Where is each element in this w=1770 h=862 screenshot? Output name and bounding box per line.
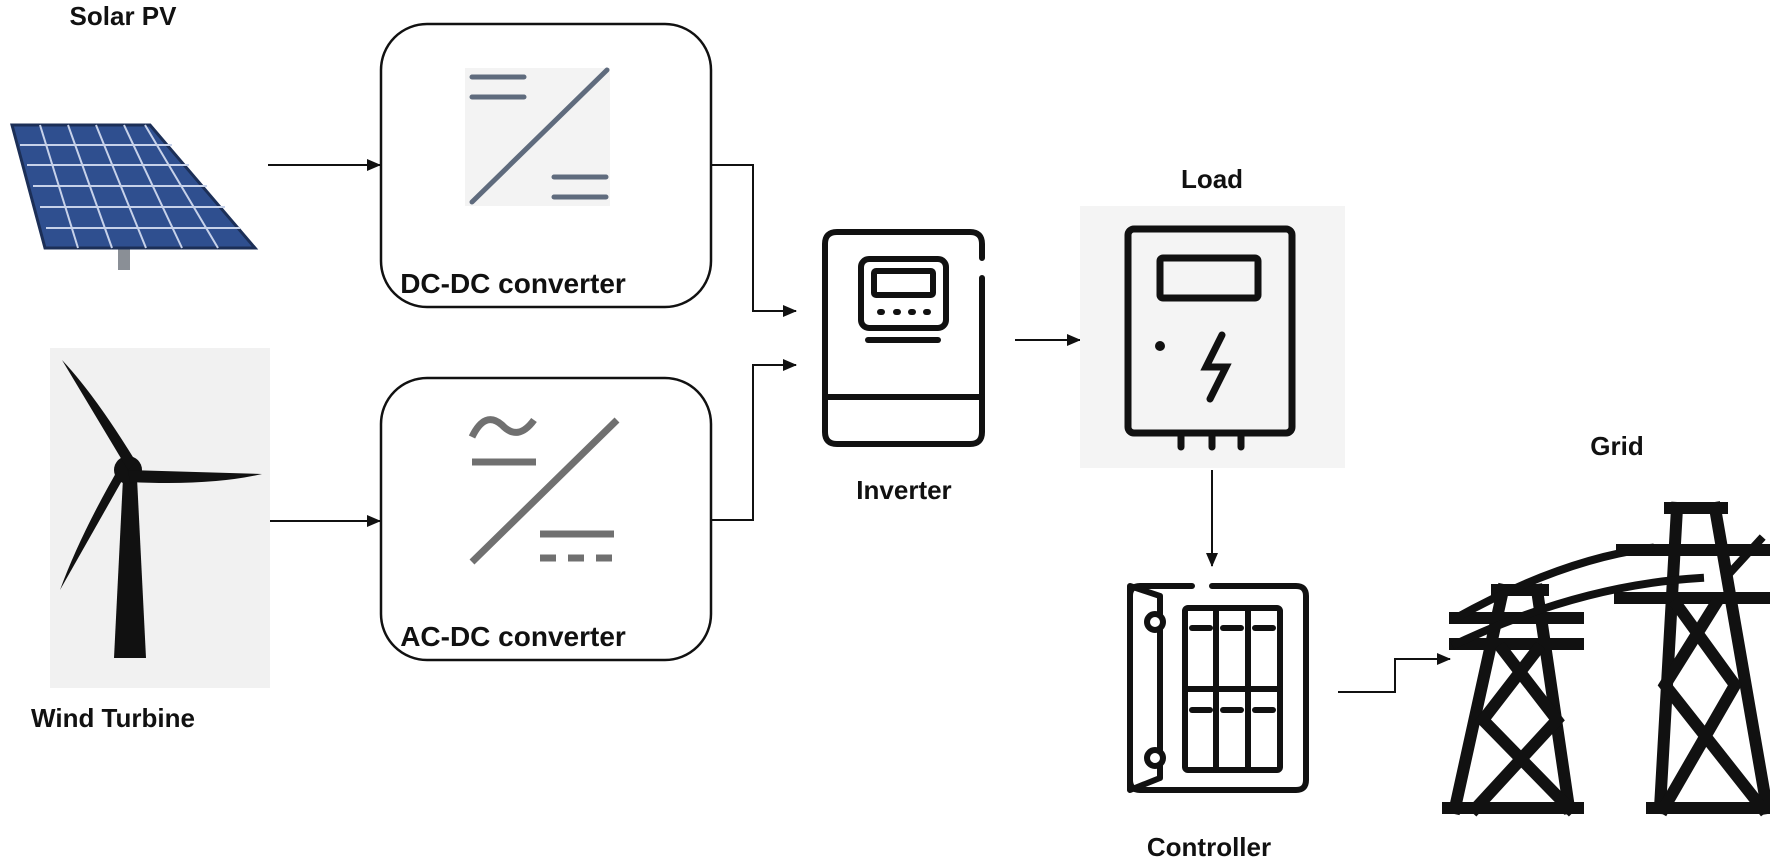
inverter-icon [822,229,985,447]
acdc-converter-box: AC-DC converter [379,376,713,662]
transmission-tower-icon [1442,501,1770,817]
controller-to-grid-arrow [1338,653,1451,693]
load-panel-icon [1124,225,1296,451]
ac-dc-symbol-icon [468,416,620,565]
load-background [1080,206,1345,468]
wind-turbine-background [50,348,270,688]
solar-pv-label: Solar PV [70,1,178,31]
load-indicator-icon [1155,341,1165,351]
dc-dc-symbol-icon [469,67,610,205]
dcdc-converter-box: DC-DC converter [379,22,713,309]
solar-panel-icon [10,123,259,270]
dcdc-to-inverter-arrow [711,164,797,317]
acdc-converter-label: AC-DC converter [400,621,626,652]
controller-cabinet-icon [1127,583,1309,793]
wind-turbine-label: Wind Turbine [31,703,195,733]
controller-label: Controller [1147,832,1271,862]
acdc-to-inverter-arrow [711,359,797,521]
dcdc-converter-label: DC-DC converter [400,268,626,299]
grid-label: Grid [1590,431,1643,461]
load-label: Load [1181,164,1243,194]
inverter-label: Inverter [856,475,951,505]
wind-turbine-icon [60,360,262,658]
